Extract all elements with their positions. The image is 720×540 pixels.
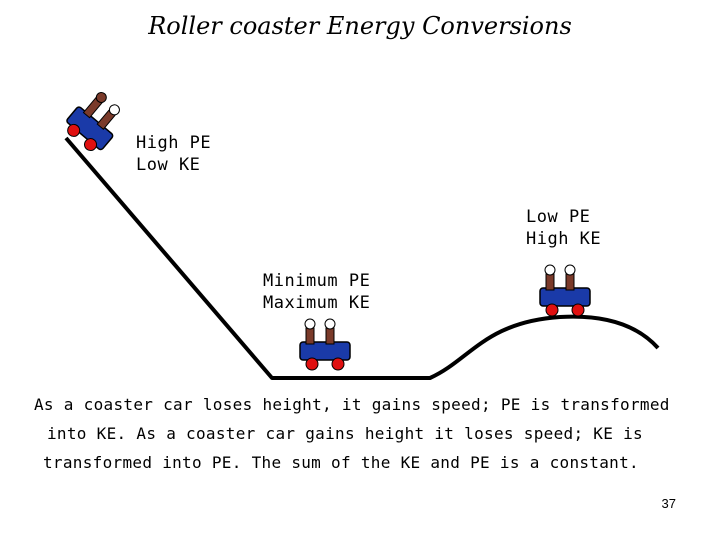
label-bottom-line1: Minimum PE [263,271,371,291]
caption-line-1: As a coaster car loses height, it gains … [34,395,670,414]
label-hill: Low PE High KE [526,206,601,250]
label-top-line2: Low KE [136,155,201,175]
caption-line-2: into KE. As a coaster car gains height i… [47,424,643,443]
slide-title: Roller coaster Energy Conversions [148,12,572,40]
coaster-car-hill [539,264,591,317]
label-top: High PE Low KE [136,132,211,176]
coaster-car-bottom [299,318,351,371]
label-bottom: Minimum PE Maximum KE [263,270,370,314]
coaster-car-top [66,91,120,152]
page-number: 37 [661,496,676,511]
coaster-track [64,136,660,380]
label-top-line1: High PE [136,133,212,153]
label-hill-line1: Low PE [526,207,591,227]
label-bottom-line2: Maximum KE [263,293,371,313]
caption-line-3: transformed into PE. The sum of the KE a… [43,453,639,472]
label-hill-line2: High KE [526,229,602,249]
